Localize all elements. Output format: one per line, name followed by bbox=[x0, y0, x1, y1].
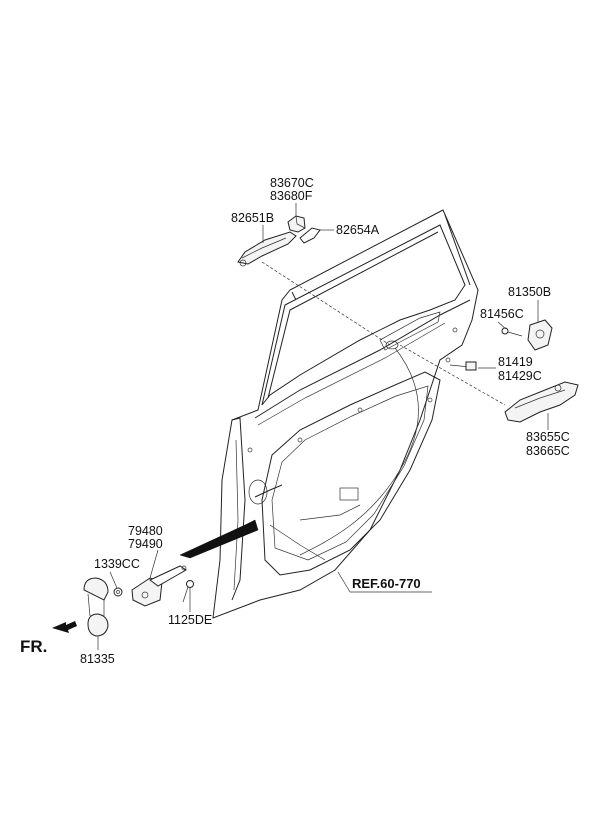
label-1125DE: 1125DE bbox=[168, 613, 212, 627]
label-83665C: 83665C bbox=[526, 444, 570, 458]
latch-actuator bbox=[527, 319, 553, 351]
rear-door-panel bbox=[212, 209, 479, 619]
latch-bolt bbox=[501, 327, 523, 337]
door-hinge bbox=[83, 577, 109, 637]
handle-gasket bbox=[299, 227, 321, 244]
inside-handle bbox=[504, 381, 579, 423]
label-81456C: 81456C bbox=[480, 307, 524, 321]
label-81335: 81335 bbox=[80, 652, 115, 666]
label-79480: 79480 bbox=[128, 524, 163, 538]
label-82651B: 82651B bbox=[231, 211, 274, 225]
label-81429C: 81429C bbox=[498, 369, 542, 383]
door-check-pointer bbox=[179, 484, 283, 559]
label-fr: FR. bbox=[20, 637, 47, 656]
lock-clip bbox=[465, 361, 477, 371]
mounting-bolt bbox=[182, 580, 194, 603]
label-1339CC: 1339CC bbox=[94, 557, 140, 571]
label-79490: 79490 bbox=[128, 537, 163, 551]
front-arrow bbox=[52, 621, 77, 633]
callout-lines bbox=[97, 203, 549, 650]
label-82654A: 82654A bbox=[336, 223, 380, 237]
nut bbox=[113, 587, 123, 597]
label-81350B: 81350B bbox=[508, 285, 551, 299]
label-83670C: 83670C bbox=[270, 176, 314, 190]
label-81419: 81419 bbox=[498, 355, 533, 369]
door-checker bbox=[131, 565, 187, 607]
label-ref: REF.60-770 bbox=[352, 576, 421, 591]
label-83655C: 83655C bbox=[526, 430, 570, 444]
handle-cap bbox=[287, 215, 306, 233]
label-83680F: 83680F bbox=[270, 189, 313, 203]
outside-handle bbox=[237, 231, 297, 267]
